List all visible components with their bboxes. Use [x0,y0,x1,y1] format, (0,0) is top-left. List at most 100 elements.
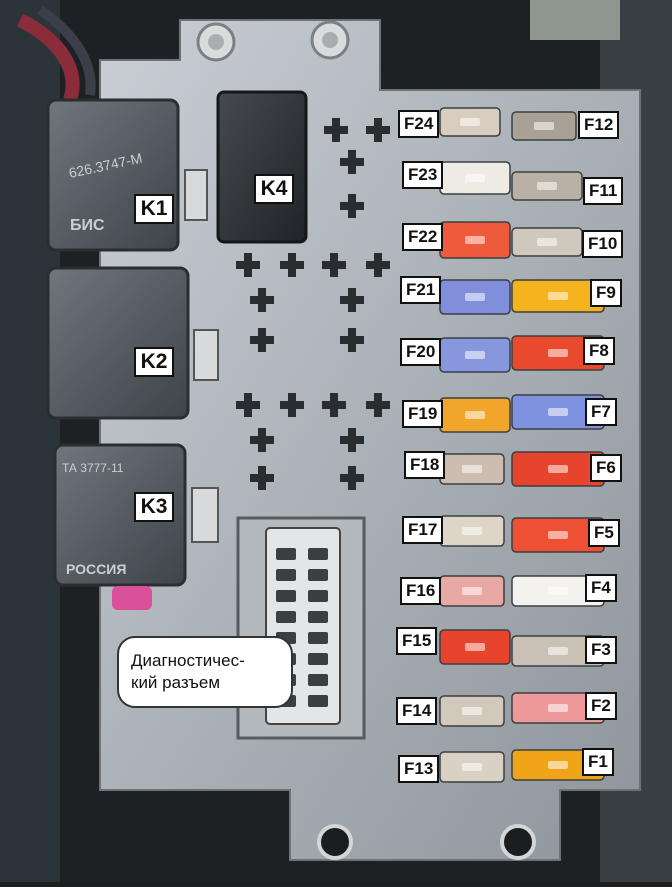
fuse-blade-window-f13 [462,763,482,771]
fuse-label-f2: F2 [585,692,617,720]
fuse-label-f24: F24 [398,110,440,138]
fuse-label-f17: F17 [402,516,444,544]
fuse-label-f1: F1 [582,748,614,776]
fuse-blade-window-f21 [465,293,485,301]
terminal-socket-19-h [340,474,364,482]
wire-harness [16,13,80,103]
mount-hole-left [317,824,353,860]
diagnostic-pin-2-0 [276,590,296,602]
fuse-blade-window-f15 [465,643,485,651]
fuse-label-f15: F15 [396,627,438,655]
fuse-label-f22: F22 [402,223,444,251]
relay-label-k4: K4 [254,174,294,204]
terminal-socket-11-h [340,336,364,344]
terminal-socket-14-h [322,401,346,409]
fuse-box-plate [99,19,641,861]
fuse-blade-window-f7 [548,408,568,416]
fuse-label-f23: F23 [402,161,444,189]
fuse-label-f8: F8 [583,337,615,365]
fuse-blade-window-f5 [548,531,568,539]
terminal-socket-4-h [236,261,260,269]
fuse-label-f20: F20 [400,338,442,366]
fuse-blade-window-f18 [462,465,482,473]
fuse-label-f13: F13 [398,755,440,783]
fuse-label-f11: F11 [583,177,624,205]
relay-label-k3: K3 [134,492,174,522]
terminal-socket-10-h [340,296,364,304]
relay-k1-body [46,98,180,252]
relay-label-k1: K1 [134,194,174,224]
fuse-blade-window-f19 [465,411,485,419]
fuse-blade-window-f8 [548,349,568,357]
diagnostic-connector-callout: Диагностичес- кий разъем [117,636,293,708]
fuse-blade-window-f3 [548,647,568,655]
terminal-socket-1-h [366,126,390,134]
empty-terminal-sockets [236,118,390,490]
fuse-blade-window-f10 [537,238,557,246]
diagnostic-pin-1-0 [276,569,296,581]
fuse-blade-window-f2 [548,704,568,712]
diagnostic-pin-0-0 [276,548,296,560]
diagnostic-pin-0-1 [308,548,328,560]
diagnostic-pin-3-1 [308,611,328,623]
fuse-blade-window-f17 [462,527,482,535]
terminal-socket-18-h [340,436,364,444]
terminal-socket-15-h [366,401,390,409]
relay-label-k2: K2 [134,347,174,377]
terminal-socket-17-h [250,474,274,482]
diagnostic-pin-3-0 [276,611,296,623]
fuse-label-f9: F9 [590,279,622,307]
bolt-left-head [208,34,224,50]
diagnostic-callout-line-1: Диагностичес- [131,651,245,670]
relay-k2-clip [193,329,219,381]
relay-k3-brand: РОССИЯ [66,561,126,577]
terminal-socket-6-h [322,261,346,269]
terminal-socket-0-h [324,126,348,134]
fuse-label-f5: F5 [588,519,620,547]
fuse-label-f3: F3 [585,636,617,664]
fuse-label-f21: F21 [400,276,442,304]
fuse-blade-window-f20 [465,351,485,359]
diagnostic-callout-line-2: кий разъем [131,673,221,692]
relay-k1-brand: БИС [70,217,105,234]
fuse-label-f14: F14 [396,697,438,725]
fuse-blade-window-f1 [548,761,568,769]
terminal-socket-13-h [280,401,304,409]
fuse-blade-window-f12 [534,122,554,130]
diagnostic-pin-5-1 [308,653,328,665]
fuse-blade-window-f9 [548,292,568,300]
fuse-blade-window-f6 [548,465,568,473]
wire-harness-dark [37,5,96,96]
relay-k3-body [53,443,187,587]
bolt-right-head [322,32,338,48]
terminal-socket-2-h [340,158,364,166]
relay-k3-pink-tab [112,586,152,610]
fuse-blade-window-f23 [465,174,485,182]
fuse-label-f19: F19 [402,400,444,428]
diagnostic-pin-1-1 [308,569,328,581]
terminal-socket-3-h [340,202,364,210]
fuse-blade-window-f4 [548,587,568,595]
diagnostic-pin-2-1 [308,590,328,602]
top-right-part [530,0,620,40]
mount-hole-right [500,824,536,860]
fuse-label-f16: F16 [400,577,442,605]
fuse-blade-window-f11 [537,182,557,190]
fuse-label-f12: F12 [578,111,620,139]
fuse-label-f7: F7 [585,398,617,426]
diagnostic-pin-4-1 [308,632,328,644]
fuse-blades [439,107,605,783]
fuse-label-f10: F10 [582,230,624,258]
relay-k4-body [216,90,308,244]
fuse-label-f18: F18 [404,451,446,479]
fuse-blade-window-f14 [462,707,482,715]
diagnostic-pin-7-1 [308,695,328,707]
diagnostic-pin-6-1 [308,674,328,686]
relay-k3-code: ТА 3777-11 [62,461,124,475]
fuse-label-f4: F4 [585,574,617,602]
fuse-blade-window-f22 [465,236,485,244]
relay-k2-body [46,266,190,420]
terminal-socket-5-h [280,261,304,269]
